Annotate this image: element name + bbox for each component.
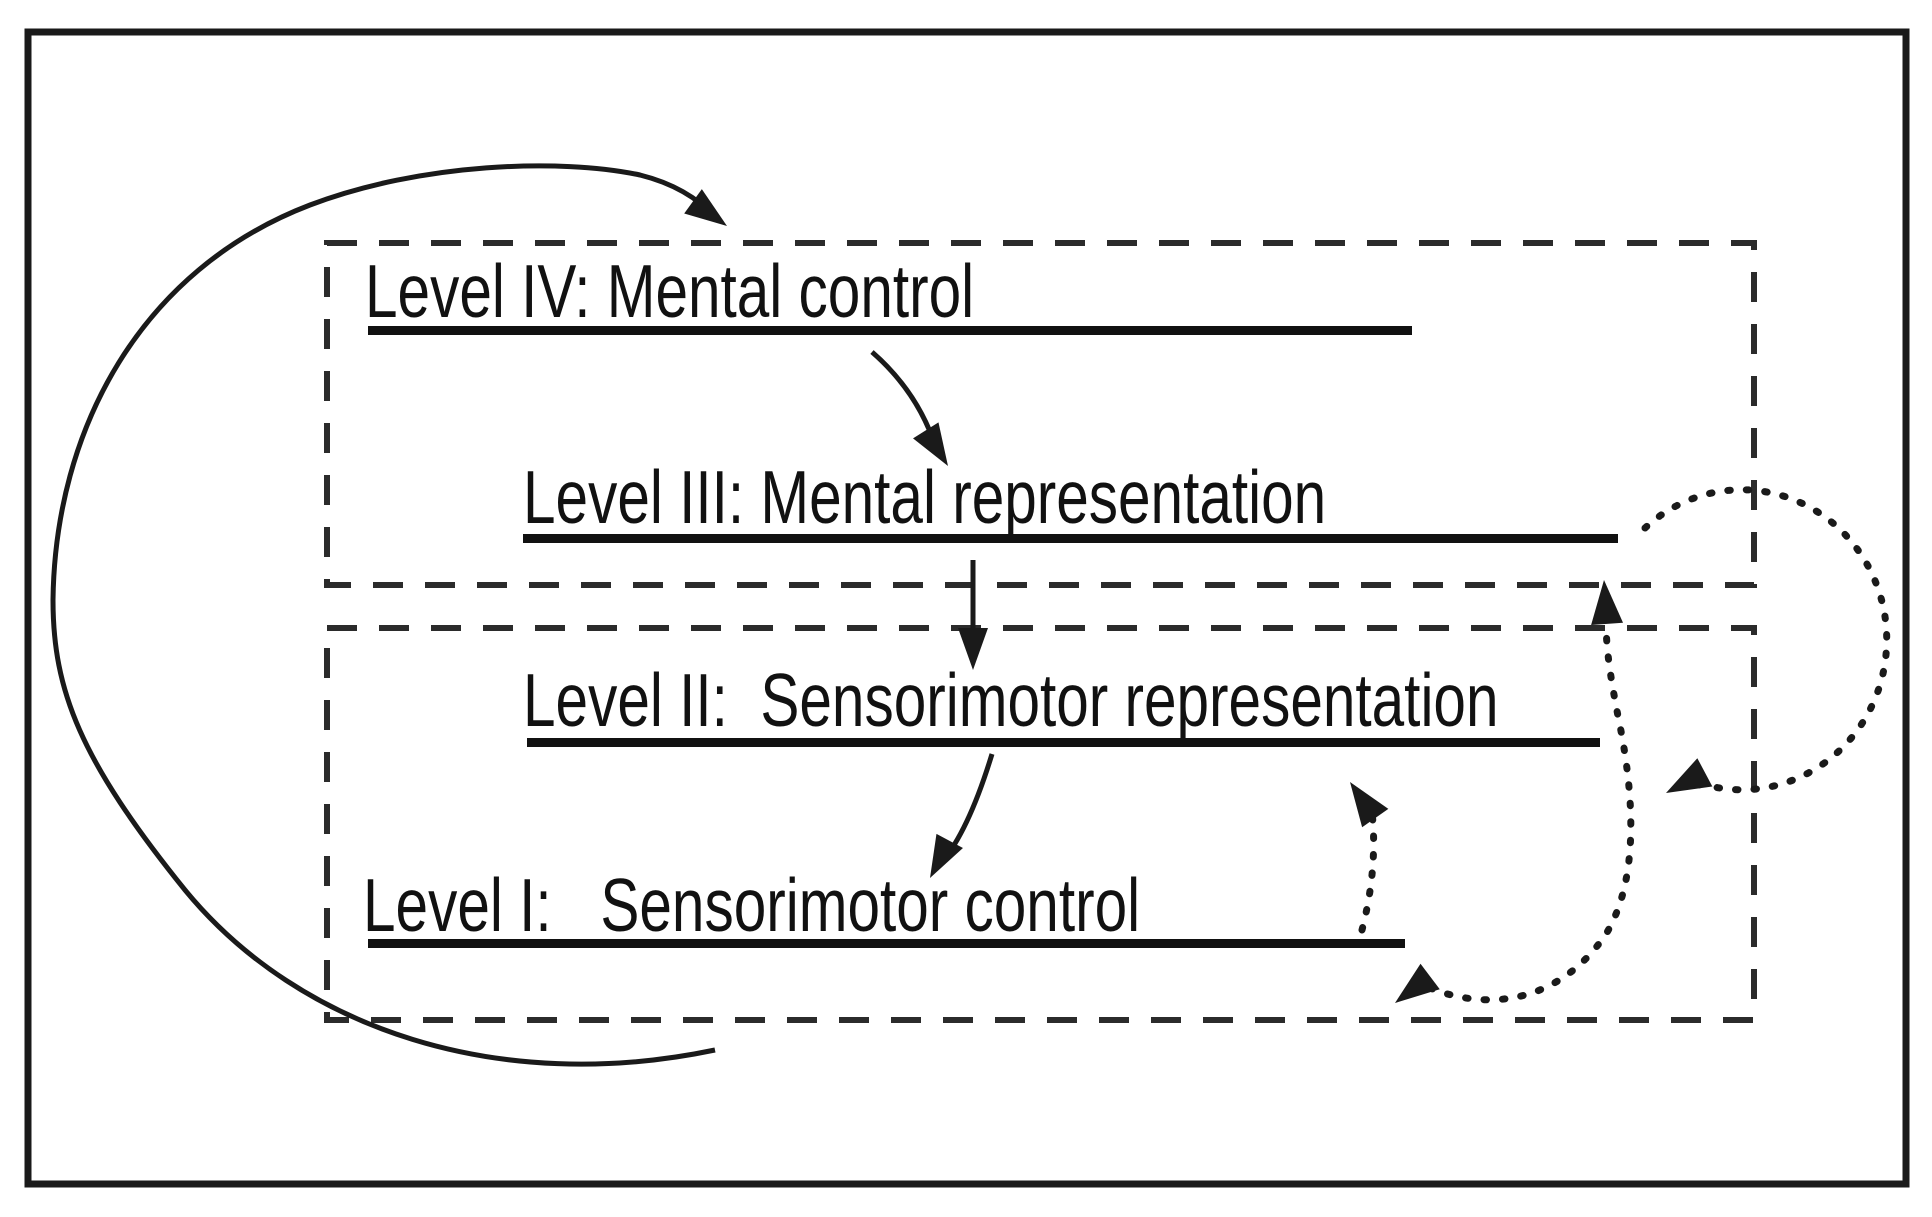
level-4-label: Level IV: Mental control	[365, 249, 975, 333]
level-1-label: Level I: Sensorimotor control	[363, 863, 1141, 947]
level-4-underline	[368, 326, 1412, 335]
level-2-underline	[527, 738, 1600, 747]
dotted-arc-level1-to-level2	[1358, 808, 1378, 934]
lower-dashed-box	[324, 625, 1757, 1023]
arrow-level4-to-level3-head-icon	[913, 422, 948, 466]
level-2-label: Level II: Sensorimotor representation	[523, 658, 1499, 742]
dotted-loop-right-large-arrowhead-icon	[1666, 758, 1713, 793]
level-3-underline	[523, 534, 1618, 543]
outer-border	[24, 28, 1910, 1188]
dotted-arc-up-arrowhead-icon	[1350, 782, 1389, 828]
dotted-curve-level1-to-level3	[1426, 624, 1635, 1004]
feedback-arc-arrowhead-icon	[684, 189, 727, 226]
arrow-level3-to-level2-head-icon	[958, 628, 988, 670]
dotted-curve-bottom-arrowhead-icon	[1395, 963, 1440, 1003]
feedback-arc-left	[50, 163, 718, 1067]
dotted-curve-top-arrowhead-icon	[1591, 580, 1624, 626]
level-1-underline	[368, 939, 1405, 948]
level-3-label: Level III: Mental representation	[523, 455, 1327, 539]
arrow-level2-to-level1-head-icon	[930, 833, 963, 878]
dotted-loop-right-large	[1641, 486, 1891, 794]
